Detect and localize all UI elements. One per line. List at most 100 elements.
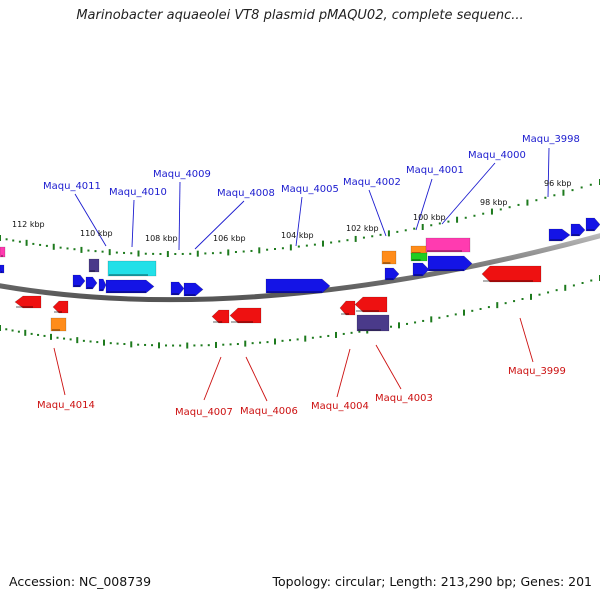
scale-minor-tick bbox=[447, 220, 450, 223]
leader-line bbox=[375, 344, 402, 390]
scale-major-tick bbox=[215, 341, 217, 348]
scale-minor-tick bbox=[446, 315, 449, 318]
scale-minor-tick bbox=[346, 239, 349, 242]
scale-minor-tick bbox=[413, 227, 416, 230]
scale-minor-tick bbox=[234, 251, 237, 254]
scale-minor-tick bbox=[229, 343, 232, 346]
scale-minor-tick bbox=[137, 343, 140, 346]
scale-major-tick bbox=[186, 342, 189, 349]
gene-label[interactable]: Maqu_4002 bbox=[343, 177, 401, 188]
scale-minor-tick bbox=[66, 247, 69, 250]
gene-feature bbox=[105, 279, 155, 294]
scale-major-tick bbox=[80, 246, 83, 253]
scale-minor-tick bbox=[430, 224, 433, 227]
accession-text: Accession: NC_008739 bbox=[9, 574, 152, 589]
map-title: Marinobacter aquaeolei VT8 plasmid pMAQU… bbox=[76, 8, 524, 23]
gene-label[interactable]: Maqu_4004 bbox=[311, 401, 369, 412]
scale-minor-tick bbox=[193, 344, 196, 347]
scale-minor-tick bbox=[581, 282, 584, 285]
scale-minor-tick bbox=[43, 334, 46, 337]
scale-minor-tick bbox=[473, 214, 476, 217]
scale-major-tick bbox=[526, 199, 529, 206]
gene-label[interactable]: Maqu_4010 bbox=[109, 187, 167, 198]
scale-minor-tick bbox=[296, 338, 299, 341]
gene-label[interactable]: Maqu_4001 bbox=[406, 165, 464, 176]
gene-features bbox=[0, 217, 600, 332]
scale-minor-tick bbox=[313, 243, 316, 246]
gene-labels: Maqu_4011 Maqu_4010 Maqu_4009 Maqu_4008 … bbox=[37, 134, 580, 418]
gene-feature bbox=[72, 274, 86, 288]
scale-minor-tick bbox=[508, 206, 511, 209]
gene-feature bbox=[98, 278, 107, 292]
scale-minor-tick bbox=[590, 279, 593, 282]
scale-major-tick bbox=[130, 341, 133, 348]
gene-feature bbox=[339, 300, 356, 316]
gene-feature bbox=[585, 217, 600, 232]
leader-line bbox=[415, 178, 433, 231]
leader-line bbox=[178, 181, 181, 251]
scale-minor-tick bbox=[319, 335, 322, 338]
scale-minor-tick bbox=[5, 328, 8, 331]
scale-major-tick bbox=[387, 230, 390, 237]
scale-minor-tick bbox=[547, 291, 550, 294]
scale-major-tick bbox=[562, 189, 565, 196]
scale-minor-tick bbox=[479, 307, 482, 310]
leader-line bbox=[547, 147, 550, 198]
gene-label[interactable]: Maqu_4011 bbox=[43, 181, 101, 192]
scale-minor-tick bbox=[69, 338, 72, 341]
scale-minor-tick bbox=[11, 329, 14, 332]
scale-minor-tick bbox=[454, 313, 457, 316]
scale-minor-tick bbox=[422, 319, 425, 322]
scale-major-tick bbox=[430, 316, 433, 323]
scale-minor-tick bbox=[94, 250, 97, 253]
gene-feature bbox=[265, 278, 331, 294]
scale-minor-tick bbox=[152, 252, 155, 255]
gene-feature bbox=[548, 228, 571, 242]
gene-label[interactable]: Maqu_4009 bbox=[153, 169, 211, 180]
gene-label[interactable]: Maqu_4003 bbox=[375, 393, 433, 404]
gene-feature bbox=[384, 267, 400, 281]
leader-line bbox=[441, 162, 496, 225]
gene-feature bbox=[85, 276, 98, 290]
gene-label[interactable]: Maqu_4007 bbox=[175, 407, 233, 418]
scale-minor-tick bbox=[482, 212, 485, 215]
scale-minor-tick bbox=[219, 251, 222, 254]
scale-minor-tick bbox=[471, 309, 474, 312]
scale-major-tick bbox=[52, 243, 55, 250]
scale-minor-tick bbox=[396, 230, 399, 233]
gene-label[interactable]: Maqu_4005 bbox=[281, 184, 339, 195]
scale-major-tick bbox=[304, 335, 307, 342]
gene-feature bbox=[211, 309, 230, 324]
gene-label[interactable]: Maqu_4000 bbox=[468, 150, 526, 161]
scale-minor-tick bbox=[571, 189, 574, 192]
gene-feature bbox=[0, 246, 6, 258]
gene-feature bbox=[381, 250, 397, 265]
gene-label[interactable]: Maqu_4014 bbox=[37, 400, 95, 411]
scale-minor-tick bbox=[189, 252, 192, 255]
gene-label[interactable]: Maqu_4006 bbox=[240, 406, 298, 417]
scale-minor-tick bbox=[101, 250, 104, 253]
gene-label[interactable]: Maqu_4008 bbox=[217, 188, 275, 199]
scale-major-tick bbox=[137, 250, 140, 257]
gene-label[interactable]: Maqu_3999 bbox=[508, 366, 566, 377]
scale-minor-tick bbox=[39, 243, 42, 246]
leader-line bbox=[53, 347, 66, 396]
scale-label: 96 kbp bbox=[544, 179, 572, 188]
scale-major-tick bbox=[50, 333, 52, 340]
scale-minor-tick bbox=[274, 248, 276, 250]
scale-major-tick bbox=[289, 244, 292, 251]
scale-minor-tick bbox=[115, 251, 118, 254]
scale-minor-tick bbox=[5, 238, 8, 241]
scale-label: 110 kbp bbox=[80, 229, 113, 238]
outer-scale-ring bbox=[0, 179, 600, 258]
leader-line bbox=[295, 196, 303, 247]
scale-minor-tick bbox=[179, 344, 182, 347]
scale-minor-tick bbox=[123, 343, 126, 346]
scale-minor-tick bbox=[555, 289, 558, 292]
gene-label[interactable]: Maqu_3998 bbox=[522, 134, 580, 145]
scale-minor-tick bbox=[130, 252, 133, 255]
scale-minor-tick bbox=[87, 249, 90, 252]
scale-major-tick bbox=[530, 293, 532, 300]
scale-minor-tick bbox=[330, 241, 333, 244]
scale-minor-tick bbox=[297, 245, 300, 248]
